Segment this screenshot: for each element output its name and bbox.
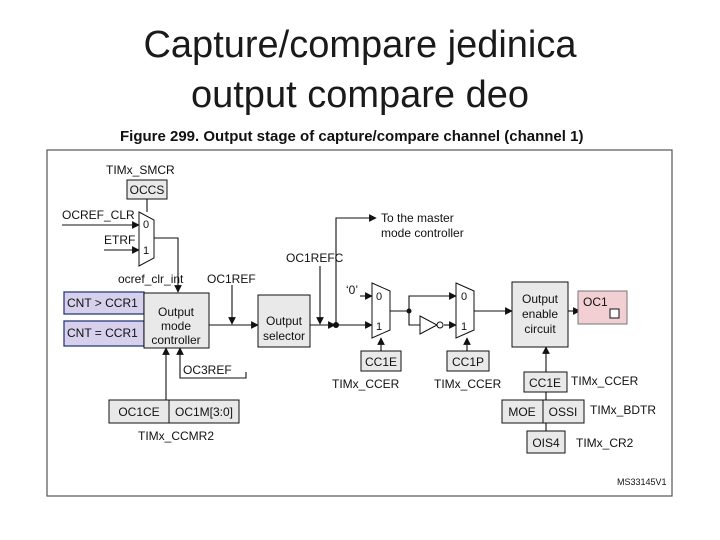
cc1e-ccer-label: CC1E [529,376,561,390]
to-master-line1: To the master [381,211,454,225]
oc1ref-label: OC1REF [207,272,256,286]
ocref-clr-label: OCREF_CLR [62,208,135,222]
oec-label-line3: circuit [524,322,556,336]
cnt-eq-ccr1-label: CNT = CCR1 [67,326,138,340]
oc1-label: OC1 [583,295,608,309]
timx-ccer-label-2: TIMx_CCER [434,377,502,391]
mux-clr-select [138,211,155,267]
figure-id-label: MS33145V1 [617,477,667,487]
output-selector-box [257,294,311,348]
cc1p-label: CC1P [452,355,484,369]
timx-ccer-label-1: TIMx_CCER [332,377,400,391]
etrf-label: ETRF [104,233,135,247]
inverter-gate [419,315,439,335]
figure-caption: Figure 299. Output stage of capture/comp… [120,128,584,145]
ossi-label: OSSI [549,405,578,419]
mux-polarity-in1: 1 [461,321,467,333]
output-enable-circuit-box [511,281,569,348]
timx-smcr-label: TIMx_SMCR [106,163,175,177]
cc1e-label: CC1E [365,355,397,369]
wires [62,199,610,431]
omc-label-line3: controller [151,333,200,347]
mux-clr-in0: 0 [143,219,149,231]
cc1e-ccer-box [523,371,568,393]
oc1ce-oc1m-box [108,399,240,424]
oc3ref-label: OC3REF [183,363,232,377]
cnt-eq-ccr1-box [63,320,145,347]
mux-clr-in1: 1 [143,245,149,257]
output-selector-line2: selector [263,329,305,343]
zero-constant-label: ‘0’ [346,283,358,297]
junction-node [333,322,339,328]
omc-label-line2: mode [161,319,191,333]
oc1ce-label: OC1CE [118,405,159,419]
timx-ccer-label-3: TIMx_CCER [571,374,639,388]
mux-enable-select [371,282,391,339]
oec-label-line1: Output [522,292,559,306]
oc1-pin-square [609,308,620,319]
moe-label: MOE [508,405,535,419]
timx-cr2-label: TIMx_CR2 [576,436,634,450]
occs-box [126,179,168,200]
cc1e-box [360,350,402,372]
slide-title-line-1: Capture/compare jedinica [143,24,577,66]
mux-enable-in1: 1 [376,321,382,333]
timx-ccmr2-label: TIMx_CCMR2 [138,429,214,443]
oec-label-line2: enable [522,307,558,321]
output-mode-controller-box [143,292,210,349]
inverter-bubble [436,321,444,329]
ocref-clr-int-label: ocref_clr_int [118,272,184,286]
cc1p-box [446,350,490,372]
oc1m-label: OC1M[3:0] [175,405,233,419]
output-selector-line1: Output [266,314,303,328]
to-master-line2: mode controller [381,226,464,240]
timx-bdtr-label: TIMx_BDTR [590,403,656,417]
mux-polarity-select [455,282,475,339]
diagram-frame [46,149,673,497]
junction-node [406,308,412,314]
ois4-label: OIS4 [532,436,560,450]
cnt-gt-ccr1-label: CNT > CCR1 [67,296,138,310]
oc1refc-label: OC1REFC [286,251,344,265]
mux-polarity-in0: 0 [461,291,467,303]
occs-label: OCCS [130,183,165,197]
omc-label-line1: Output [158,305,195,319]
slide-title-line-2: output compare deo [190,74,529,116]
ois4-box [526,430,566,454]
mux-enable-in0: 0 [376,291,382,303]
